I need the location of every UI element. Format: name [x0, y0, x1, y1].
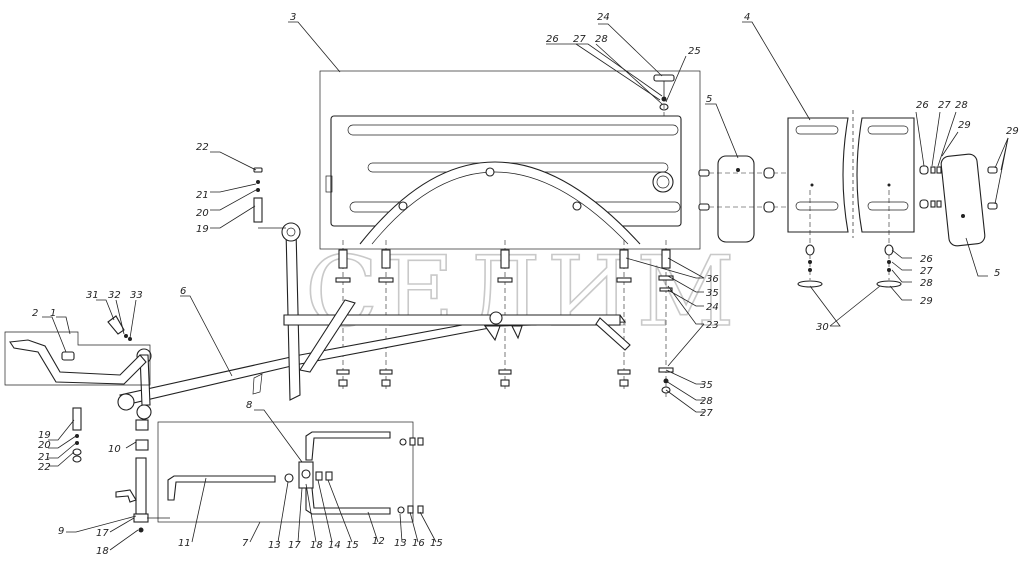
callout-labels: 3 4 5 5 24 26 27 28 25 26 27 28 29 29 22… [32, 12, 1019, 557]
callout-14: 14 [328, 540, 341, 551]
washer-13-left [284, 473, 294, 483]
callout-32: 31 [86, 290, 99, 301]
callout-27-right: 27 [938, 100, 951, 111]
callout-28-top: 27 [573, 34, 586, 45]
callout-27-lower-right: 27 [920, 266, 933, 277]
bolt-25 [653, 74, 675, 116]
callout-8: 8 [246, 400, 252, 411]
callout-27-lower: 27 [700, 408, 713, 419]
callout-13-left: 13 [268, 540, 281, 551]
callout-18-right: 18 [310, 540, 323, 551]
fastener-stack-right-left [797, 190, 823, 288]
callout-27-top: 26 [546, 34, 559, 45]
callout-35-upper: 35 [706, 288, 719, 299]
frame-assembly-1 [4, 331, 151, 386]
callout-26-top: 25 [688, 46, 701, 57]
fastener-stack-d [616, 240, 632, 390]
callout-9: 9 [58, 526, 64, 537]
callout-6: 6 [180, 286, 186, 297]
nut-15-right [417, 505, 424, 514]
callout-12: 12 [372, 536, 385, 547]
nut-upper-a [409, 437, 416, 446]
rod-11 [167, 475, 276, 501]
callout-26-right: 26 [916, 100, 929, 111]
callout-17-left: 17 [96, 528, 109, 539]
nut-14 [315, 471, 323, 481]
callout-5-left: 5 [706, 94, 712, 105]
rod-12-lower [305, 487, 391, 515]
callout-20-lower: 20 [38, 440, 51, 451]
washer-upper [399, 438, 407, 446]
rod-12-upper [305, 431, 391, 461]
callout-30: 29 [1006, 126, 1019, 137]
callout-5-right: 5 [994, 268, 1000, 279]
callout-15-right: 15 [430, 538, 443, 549]
callout-17-right: 17 [288, 540, 301, 551]
watermark-text: СЕЛИМ [305, 236, 741, 348]
callout-3: 3 [290, 12, 296, 23]
fastener-stack-left-lower [72, 407, 82, 463]
callout-34: 33 [130, 290, 143, 301]
fastener-stack-right-right [876, 190, 902, 288]
callout-28-lower-right: 28 [920, 278, 933, 289]
crank-9 [115, 457, 149, 533]
callout-22-upper: 22 [196, 142, 209, 153]
reflector-5-right [940, 153, 986, 247]
callout-35-lower: 35 [700, 380, 713, 391]
callout-21-lower: 21 [38, 452, 51, 463]
callout-28-right: 28 [955, 100, 968, 111]
frame-assembly-3 [319, 70, 701, 250]
callout-15-left: 15 [346, 540, 359, 551]
callout-33: 32 [108, 290, 121, 301]
callout-20-upper: 20 [196, 208, 209, 219]
callout-31: 30 [816, 322, 829, 333]
callout-21-upper: 21 [196, 190, 209, 201]
callout-28-lower: 28 [700, 396, 713, 407]
carrier-panel [325, 115, 682, 245]
frame-assembly-7 [157, 421, 414, 523]
fastener-stack-left-upper [253, 167, 263, 223]
callout-19-lower: 19 [38, 430, 51, 441]
callout-29-right: 29 [958, 120, 971, 131]
fastener-stack-b [378, 240, 394, 390]
callout-7: 7 [242, 538, 249, 549]
tubular-frame-6 [117, 222, 631, 420]
callout-22-lower: 22 [38, 462, 51, 473]
callout-10: 10 [108, 444, 121, 455]
nut-upper-b [417, 437, 424, 446]
footrest-pedal [9, 339, 147, 385]
coupler-8 [298, 461, 314, 489]
callout-11: 11 [178, 538, 191, 549]
callout-18-left: 18 [96, 546, 109, 557]
callout-1: 1 [50, 308, 56, 319]
bolt-32 [107, 315, 132, 341]
nut-15-left [325, 471, 333, 481]
callout-26-lower: 26 [920, 254, 933, 265]
callout-24: 24 [706, 302, 719, 313]
callout-13-right: 13 [394, 538, 407, 549]
callout-25: 24 [597, 12, 610, 23]
side-plate-4 [787, 110, 915, 238]
callout-23: 23 [706, 320, 719, 331]
callout-19-upper: 19 [196, 224, 209, 235]
callout-36: 36 [706, 274, 719, 285]
washer-13-right [397, 506, 405, 514]
callout-4: 4 [744, 12, 750, 23]
callout-2: 2 [32, 308, 38, 319]
reflector-5-left [698, 155, 790, 243]
callout-29-top: 28 [595, 34, 608, 45]
callout-16: 16 [412, 538, 425, 549]
nut-16 [407, 505, 414, 514]
leader-lines [42, 21, 1009, 551]
callout-29-lower: 29 [920, 296, 933, 307]
bushing-10 [135, 419, 149, 451]
